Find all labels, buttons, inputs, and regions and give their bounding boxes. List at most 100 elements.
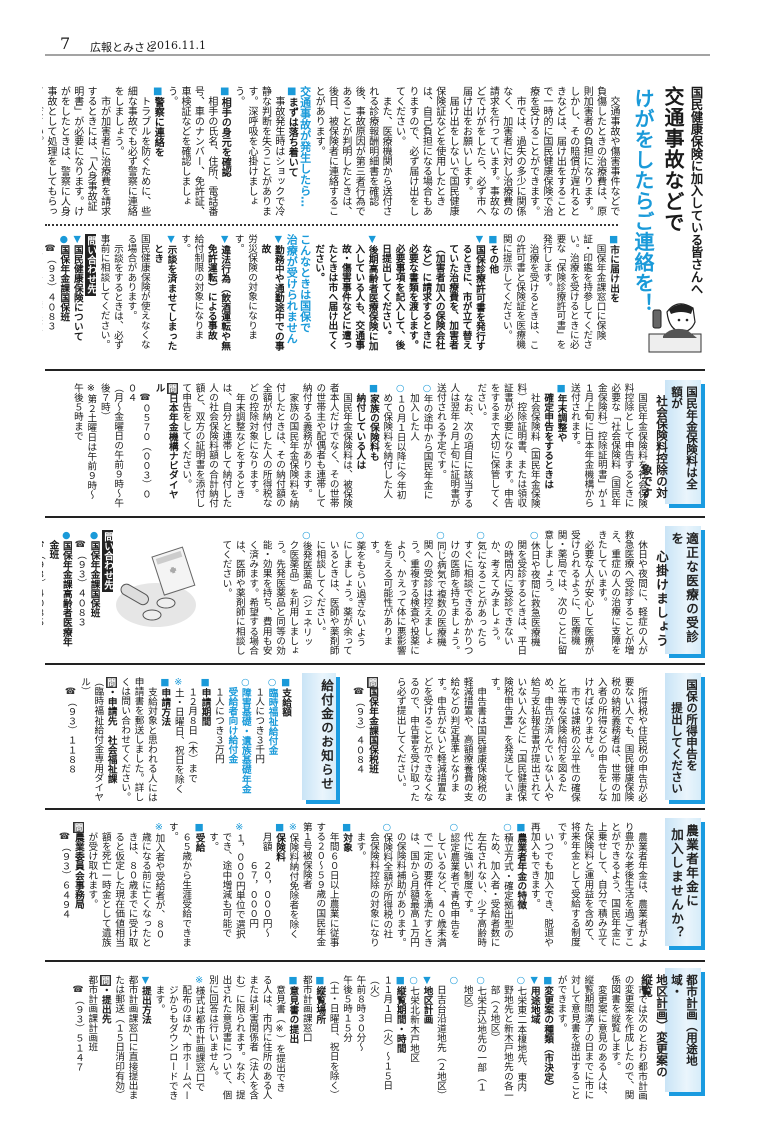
block-text: 事故発生時はショックで冷静な判断を失うことがあります。深呼吸を心掛けましょう。 (232, 86, 284, 216)
section-heading: ■支給額 (279, 677, 292, 802)
block-text: 国民健康保険について (71, 245, 83, 341)
section-heading: ■警察に連絡を (151, 86, 164, 218)
paragraph: 届け出をしないで国民健康保険証などを使用したときは、自己負担になる場合もあります… (392, 86, 459, 218)
section-heading: ■受給 (192, 822, 205, 948)
block-text: また、医療機関から送付される診療報酬明細書を確認後、事故原因が第三者行為であるこ… (313, 86, 392, 216)
paragraph: １１月１日（火）～１５日（火） (366, 975, 393, 1100)
paragraph: 社会保険料（国民年金保険料）控除証明書、または領収証書が必要になります。申告をす… (474, 383, 541, 508)
pension-article: 国民年金保険料を社会保険料控除として申告するときに必要な「社会保険料（国民年金保… (42, 383, 648, 508)
inquiry-contact: 問・申請先 社会福祉課 (104, 677, 117, 802)
paragraph: 市では次のとおり都市計画の変更案を作成したので、関係図書を縦覧します。 (608, 975, 648, 1100)
block-text: （土・日曜日、祝日を除く） (327, 975, 339, 1100)
section-heading: ■縦覧期間・時間 (393, 975, 406, 1100)
square-bullet-icon: ■ (219, 86, 231, 97)
paragraph: １人につき３千円 (252, 677, 265, 802)
block-text: 相手の身元を確認 (219, 97, 231, 177)
block-text: （月～金曜日の午前９時～午後７時） (98, 383, 124, 508)
block-text: トラブルを防ぐために、些細な事故でも必ず警察に連絡をしましょう。 (111, 86, 150, 216)
circle-bullet-icon: ○ (408, 975, 420, 986)
list-item: ○気になることがあったらすぐに相談できるかかりつけの医師を持ちましょう。 (447, 530, 487, 655)
paragraph: 国民年金保険料を社会保険料控除として申告するときに必要な「社会保険料（国民年金保… (568, 383, 648, 508)
paragraph: トラブルを防ぐために、些細な事故でも必ず警察に連絡をしましょう。 (111, 86, 151, 218)
circle-bullet-icon: ○ (381, 822, 393, 833)
block-text: 市では課税の公平性の確保と平等な保険給付を図るため、申告が済んでいない人や給与支… (488, 677, 580, 802)
paragraph: （土・日曜日、祝日を除く） (326, 975, 339, 1100)
block-text: 治療を受けるときは、この許可書と保険証を医療機関に提示してください。 (500, 234, 539, 350)
list-item: ○積立方式・確定拠出型のため、加入者・受給者数に左右されない、少子高齢時代に強い… (460, 822, 514, 948)
block-text: 七栄北新木戸地区 (408, 986, 420, 1063)
block-text: 変更案の種類（市決定） (542, 986, 554, 1092)
paragraph: いつでも加入でき、脱退や再加入もできます。 (527, 822, 554, 948)
block-text: 認定農業者で青色申告をしているなど、４０歳未満で一定の要件を満たすときは、国から… (394, 831, 460, 947)
block-text: 気になることがあったらすぐに相談できるかかりつけの医師を持ちましょう。 (448, 539, 487, 655)
block-text: ・申請先 社会福祉課 (105, 687, 117, 784)
block-text: 問い合わせ先 (102, 530, 113, 592)
triangle-bullet-icon: ▼ (139, 975, 151, 986)
block-text: 申請期間 (199, 688, 211, 727)
medical-contact: 問い合わせ先●国保年金課国保班☎（９３）４０８３●国保年金課高齢者医療年金班☎（… (42, 530, 114, 655)
block-text: その他 (487, 245, 499, 274)
paragraph: 変更案に意見のある人は、縦覧期間満了の日までに市に対して意見書を提出することがで… (554, 975, 608, 1100)
article-title: 交通事故などで (661, 86, 685, 233)
list-item: ▼用途地域 (527, 975, 540, 1100)
list-item: ▼後期高齢者医療保険について (42, 234, 43, 352)
phone-icon: ☎ (75, 539, 86, 550)
block-text: 年末調整や (555, 394, 567, 442)
block-text: 国保年金課窓口に保険証・印鑑を持参してください。治療を受けるときに必要な「保険診… (540, 234, 606, 350)
block-text: ※第２土曜日は午前９時～午後５時まで (71, 383, 97, 500)
phone-number: ☎（９３）４０８４ (351, 677, 365, 802)
paragraph: また、医療機関から送付される診療報酬明細書を確認後、事故原因が第三者行為であるこ… (312, 86, 392, 218)
block-text: 市が加害者に治療費を請求するときには、「人身事故証明書」が必要になります。けがを… (42, 86, 110, 216)
heading-line: 国民年金保険料は全額が (670, 386, 699, 490)
farmer-pension-heading: 農業者年金に 加入しませんか？ (665, 818, 701, 946)
inquiry-icon: 問 (105, 677, 117, 688)
note: ※様式は都市計画課窓口で配布のほか、市ホームページからもダウンロードできます。 (152, 975, 206, 1100)
square-bullet-icon: ■ (515, 822, 527, 833)
block-text: 年の途中から国民年金に加入した人 (408, 392, 433, 500)
section-divider (45, 516, 705, 518)
block-text: ０５７０（００３）００４ (125, 383, 151, 499)
inquiry-contact: 問日本年金機構ナビダイヤル (152, 383, 179, 508)
square-bullet-icon: ■ (394, 975, 406, 986)
block-text: 縦覧期間・時間 (394, 986, 406, 1054)
note: ※加入者や受給者が、８０歳になる前に亡くなったときは、８０歳までに受け取ると仮定… (85, 822, 165, 948)
block-text: こんなときは国保で (298, 234, 312, 333)
circle-bullet-icon: ○ (239, 677, 251, 688)
paragraph: 給付制限の対象になります。 (178, 234, 205, 352)
circle-bullet-icon: ○ (394, 383, 406, 394)
paragraph: 必要な人が安心して医療が受けられるように、医療機関・薬局では、次のことに留意しま… (541, 530, 595, 655)
block-text: １人につき３千円 (253, 686, 265, 764)
list-item: ○七栄東二本榎地先、東内野地先と新木戸地先の各一部（２地区） (487, 975, 527, 1100)
paragraph: 月額 ２０，０００円～ (259, 822, 272, 948)
square-bullet-icon: ■ (159, 677, 171, 688)
paragraph: 都市計画課窓口 (299, 975, 312, 1100)
block-text: 都市計画課窓口に直接提出または郵送（１５日消印有効） (113, 975, 138, 1100)
block-text: 農業委員会事務局 (72, 832, 84, 910)
paragraph: 休日や夜間に、軽症の人が救急医療へ受診することが増え、重症の人の治療に支障をきた… (594, 530, 648, 655)
income-contact: 問国保年金課国保税班☎（９３）４０８４ (339, 677, 379, 802)
phone-number: ☎（９３）４０８３ (43, 234, 57, 352)
circle-bullet-icon: ○ (515, 975, 527, 986)
block-text: 休日や夜間に、軽症の人が救急医療へ受診することが増え、重症の人の治療に支障をきた… (595, 530, 647, 655)
block-text: 支給額 (280, 688, 291, 717)
block-text: 縦覧場所 (314, 986, 326, 1025)
block-text: 日吉台沿道地先（２地区） (434, 984, 446, 1100)
paragraph: ※第２土曜日は午前９時～午後５時まで (71, 383, 98, 508)
block-text: まずは落ち着いて (286, 97, 298, 177)
square-bullet-icon: ■ (608, 234, 619, 245)
block-text: 申告書は国民健康保険税の軽減措置や、高額療養費の支給などの判定基準となります。申… (396, 677, 487, 802)
heading-line: 農業者年金に (684, 824, 699, 908)
paragraph: 支給対象と思われる人には申請書を郵送しました。詳しくは問い合わせてください。 (118, 677, 158, 802)
inquiry-icon: 問 (166, 383, 178, 394)
list-item: ▼勤務中や通勤途中での事故 (258, 234, 285, 352)
list-item: ○後発医薬品（ジェネリック医薬品）を利用しましょう。先発医薬品と同等の効能・効果… (219, 530, 313, 655)
triangle-bullet-icon: ▼ (473, 234, 485, 245)
heading-line: 地区計画）変更案の縦覧 (640, 974, 669, 1078)
phone-icon: ☎ (65, 686, 76, 697)
block-text: 国民年金保険料を社会保険料控除として申告するときに必要な「社会保険料（国民年金保… (568, 383, 647, 508)
block-text: 国保年金課国保班 (88, 541, 100, 618)
paragraph: 意見書（※）を提出できる人は、市内に住所のある人または利害関係者（法人を含む）に… (206, 975, 286, 1100)
list-item: ▼国民健康保険について (70, 234, 83, 352)
list-item: ○七栄古込地先の一部（１地区） (460, 975, 487, 1100)
